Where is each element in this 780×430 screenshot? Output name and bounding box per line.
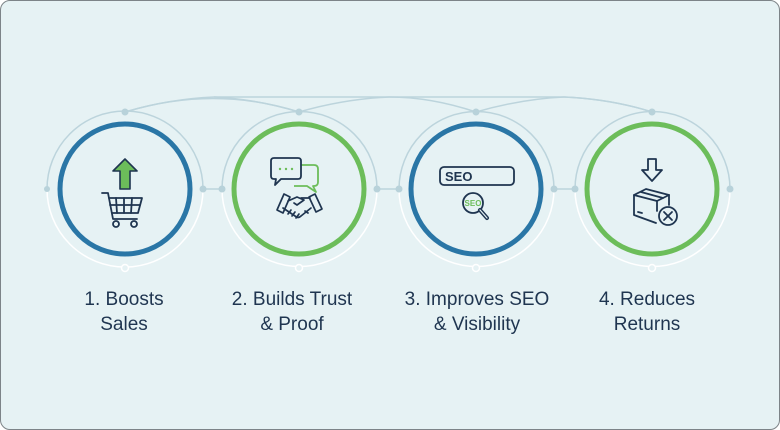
seo-search-text: SEO xyxy=(445,169,472,184)
step-2-label: 2. Builds Trust & Proof xyxy=(207,287,377,337)
step-1-subtitle: Sales xyxy=(100,314,148,335)
step-3-label: 3. Improves SEO & Visibility xyxy=(392,287,562,337)
step-3-title: 3. Improves SEO xyxy=(404,289,550,310)
step-2-ring xyxy=(231,121,367,257)
shopping-cart-up-arrow-icon xyxy=(101,158,143,228)
seo-search-bar xyxy=(439,166,515,186)
step-1-title: 1. Boosts xyxy=(84,289,164,310)
step-1-label: 1. Boosts Sales xyxy=(39,287,209,337)
seo-lens-text: SEO xyxy=(465,199,482,208)
step-2-subtitle: & Proof xyxy=(260,314,324,335)
seo-search-icon: SEO SEO xyxy=(439,166,515,220)
top-connector-arcs xyxy=(124,96,653,113)
chat-handshake-icon xyxy=(270,157,323,219)
step-2-graphic xyxy=(218,108,381,273)
box-return-cancel-icon xyxy=(633,158,678,226)
step-2-title: 2. Builds Trust xyxy=(231,289,353,310)
step-1-graphic xyxy=(44,108,207,273)
step-4-ring xyxy=(584,121,720,257)
step-3-graphic: SEO SEO xyxy=(395,108,558,273)
step-1-ring xyxy=(57,121,193,257)
step-4-graphic xyxy=(571,108,734,273)
step-3-subtitle: & Visibility xyxy=(433,314,521,335)
step-4-title: 4. Reduces xyxy=(598,289,696,310)
step-3-ring xyxy=(408,121,544,257)
step-4-subtitle: Returns xyxy=(613,314,681,335)
step-4-label: 4. Reduces Returns xyxy=(562,287,732,337)
